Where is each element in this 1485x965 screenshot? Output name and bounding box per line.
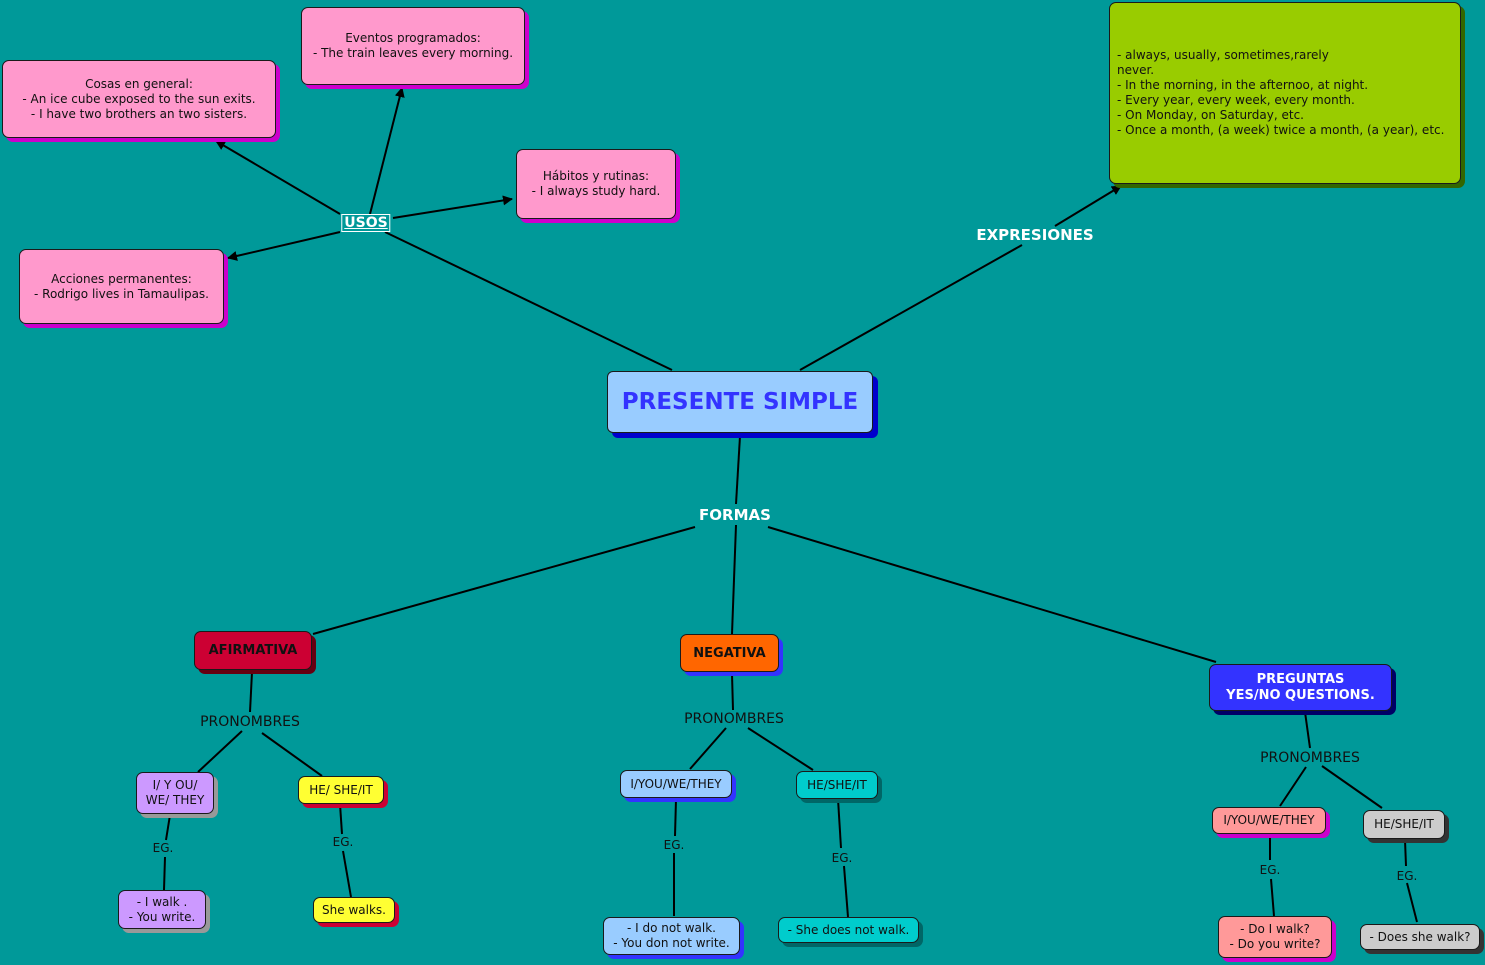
preguntas-example-1[interactable]: - Do I walk? - Do you write?: [1218, 916, 1332, 958]
usos-acciones-text: Acciones permanentes: - Rodrigo lives in…: [34, 271, 209, 301]
negativa-pronoun-he-she-it[interactable]: HE/SHE/IT: [796, 771, 878, 799]
afirmativa-example-1[interactable]: - I walk . - You write.: [118, 890, 206, 929]
line-formas-preguntas: [767, 526, 1217, 663]
main-title: PRESENTE SIMPLE: [621, 389, 859, 415]
formas-link-label: FORMAS: [699, 506, 771, 524]
usos-cosas-en-general-node[interactable]: Cosas en general: - An ice cube exposed …: [2, 60, 276, 138]
preguntas-p1-text: I/YOU/WE/THEY: [1223, 813, 1315, 827]
afirmativa-ex1-text: - I walk . - You write.: [128, 894, 196, 924]
afirmativa-p2-text: HE/ SHE/IT: [309, 782, 373, 797]
afirmativa-eg-label-1: EG.: [152, 841, 174, 855]
usos-habitos-text: Hábitos y rutinas: - I always study hard…: [531, 169, 661, 198]
afirmativa-eg-label-2: EG.: [332, 835, 354, 849]
afirmativa-node[interactable]: AFIRMATIVA: [194, 631, 312, 670]
afirmativa-ex2-text: She walks.: [322, 902, 386, 917]
afirmativa-title: AFIRMATIVA: [208, 643, 298, 658]
negativa-eg-label-1: EG.: [663, 838, 685, 852]
preguntas-ex2-text: - Does she walk?: [1369, 929, 1471, 944]
preguntas-example-2[interactable]: - Does she walk?: [1360, 924, 1480, 950]
negativa-pronoun-i-you-we-they[interactable]: I/YOU/WE/THEY: [620, 770, 732, 798]
negativa-pronombres-label: PRONOMBRES: [684, 711, 784, 727]
arrow-usos-eventos: [369, 87, 405, 215]
preguntas-pronombres-label: PRONOMBRES: [1260, 750, 1360, 766]
afirmativa-p1-text: I/ Y OU/ WE/ THEY: [145, 778, 205, 807]
line-formas-negativa: [731, 524, 737, 635]
line-formas-afirmativa: [312, 526, 696, 635]
afirmativa-pronombres-label: PRONOMBRES: [200, 714, 300, 730]
negativa-ex2-text: - She does not walk.: [787, 922, 910, 937]
line-main-formas: [735, 435, 741, 505]
arrow-usos-cosas: [215, 140, 341, 215]
negativa-ex1-text: - I do not walk. - You don not write.: [613, 921, 730, 950]
negativa-example-2[interactable]: - She does not walk.: [778, 917, 919, 943]
arrow-expresiones: [1054, 185, 1122, 227]
arrow-usos-habitos: [392, 195, 513, 219]
usos-link-label: USOS: [341, 214, 391, 232]
expresiones-text: - always, usually, sometimes,rarely neve…: [1117, 48, 1445, 137]
afirmativa-pronoun-he-she-it[interactable]: HE/ SHE/IT: [298, 776, 384, 804]
main-node-presente-simple[interactable]: PRESENTE SIMPLE: [607, 371, 873, 433]
negativa-title: NEGATIVA: [693, 645, 766, 661]
preguntas-ex1-text: - Do I walk? - Do you write?: [1229, 922, 1321, 951]
line-main-usos: [384, 231, 673, 371]
line-main-expresiones: [799, 244, 1023, 371]
expresiones-link-label: EXPRESIONES: [976, 226, 1094, 244]
negativa-eg-label-2: EG.: [831, 851, 853, 865]
usos-acciones-permanentes-node[interactable]: Acciones permanentes: - Rodrigo lives in…: [19, 249, 224, 324]
preguntas-p2-text: HE/SHE/IT: [1374, 817, 1434, 831]
usos-eventos-text: Eventos programados: - The train leaves …: [312, 31, 514, 60]
afirmativa-example-2[interactable]: She walks.: [313, 897, 395, 923]
preguntas-eg-label-2: EG.: [1396, 869, 1418, 883]
afirmativa-pronoun-i-you-we-they[interactable]: I/ Y OU/ WE/ THEY: [136, 772, 214, 814]
arrow-usos-acciones: [227, 231, 341, 261]
preguntas-node[interactable]: PREGUNTAS YES/NO QUESTIONS.: [1209, 664, 1392, 711]
preguntas-eg-label-1: EG.: [1259, 863, 1281, 877]
preguntas-title: PREGUNTAS YES/NO QUESTIONS.: [1226, 671, 1375, 703]
preguntas-pronoun-he-she-it[interactable]: HE/SHE/IT: [1363, 810, 1445, 839]
negativa-node[interactable]: NEGATIVA: [680, 634, 779, 672]
negativa-p2-text: HE/SHE/IT: [807, 777, 867, 792]
preguntas-pronoun-i-you-we-they[interactable]: I/YOU/WE/THEY: [1212, 807, 1326, 834]
usos-eventos-programados-node[interactable]: Eventos programados: - The train leaves …: [301, 7, 525, 85]
usos-habitos-rutinas-node[interactable]: Hábitos y rutinas: - I always study hard…: [516, 149, 676, 219]
usos-cosas-text: Cosas en general: - An ice cube exposed …: [22, 76, 256, 121]
negativa-example-1[interactable]: - I do not walk. - You don not write.: [603, 917, 740, 955]
expresiones-node[interactable]: - always, usually, sometimes,rarely neve…: [1109, 2, 1461, 184]
negativa-p1-text: I/YOU/WE/THEY: [630, 776, 722, 791]
